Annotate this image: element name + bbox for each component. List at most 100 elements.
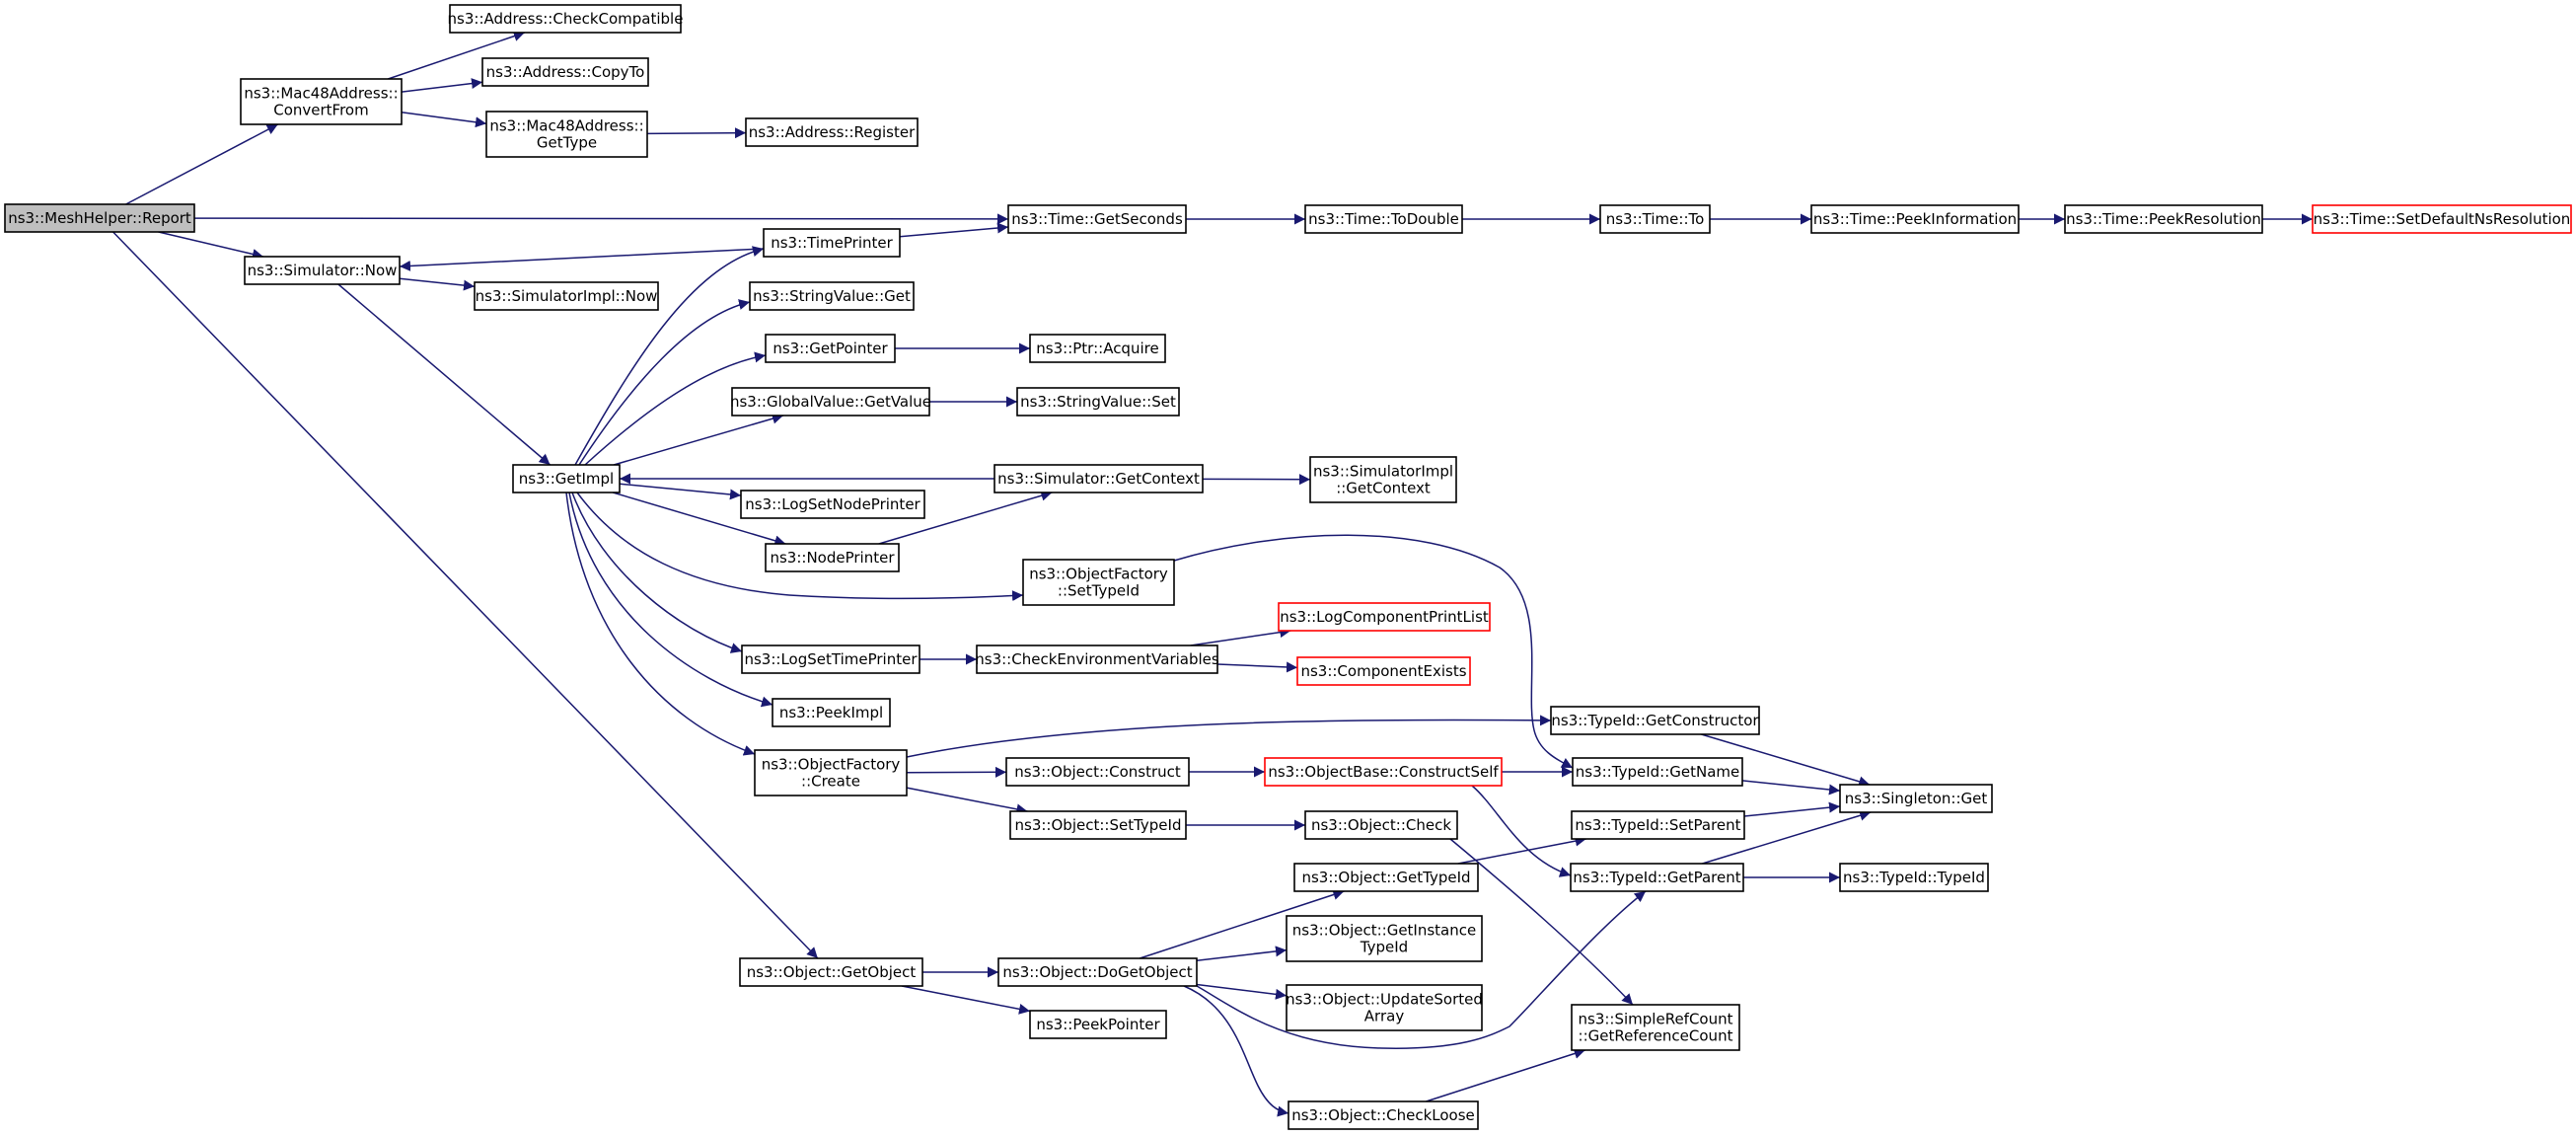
node-nodeprinter[interactable]: ns3::NodePrinter (765, 543, 900, 572)
edge-ofcreate-to-getconstructor (906, 715, 1552, 758)
node-ptracquire[interactable]: ns3::Ptr::Acquire (1029, 334, 1166, 363)
edge-checkenv-to-compexists (1216, 661, 1298, 673)
node-label: ns3::Ptr::Acquire (1036, 340, 1158, 357)
node-getparent[interactable]: ns3::TypeId::GetParent (1570, 863, 1744, 892)
node-box (1009, 810, 1187, 840)
node-objcheck[interactable]: ns3::Object::Check (1304, 810, 1458, 840)
node-register[interactable]: ns3::Address::Register (745, 117, 919, 147)
edge-getimpl-to-stringget (578, 299, 751, 466)
node-stringset[interactable]: ns3::StringValue::Set (1016, 387, 1180, 417)
node-simnow[interactable]: ns3::Simulator::Now (244, 256, 401, 285)
edge-convertfrom-to-copyto (401, 78, 483, 93)
node-label: ns3::Mac48Address:: (489, 117, 643, 135)
node-box (1599, 204, 1711, 234)
node-copyto[interactable]: ns3::Address::CopyTo (481, 57, 649, 87)
node-stringget[interactable]: ns3::StringValue::Get (749, 281, 915, 311)
edge-convertfrom-to-checkcompat (388, 31, 526, 80)
node-typeidtypeid[interactable]: ns3::TypeId::TypeId (1839, 863, 1989, 892)
edge-nodeprinter-to-getcontext (878, 490, 1053, 545)
node-dogetobject[interactable]: ns3::Object::DoGetObject (997, 957, 1198, 987)
node-getrefcount[interactable]: ns3::SimpleRefCount::GetReferenceCount (1571, 1004, 1740, 1051)
node-objsettypeid[interactable]: ns3::Object::SetTypeId (1009, 810, 1187, 840)
node-compexists[interactable]: ns3::ComponentExists (1296, 656, 1471, 686)
edge-getimpl-to-ofsettypeid (576, 492, 1024, 602)
node-box (772, 698, 891, 727)
edge-getimpl-to-nodeprinter (612, 492, 786, 547)
node-checkcompat[interactable]: ns3::Address::CheckCompatible (448, 4, 684, 34)
node-box (765, 334, 896, 363)
node-label: ns3::Object::Check (1311, 816, 1451, 834)
node-ofsettypeid[interactable]: ns3::ObjectFactory::SetTypeId (1022, 559, 1175, 606)
edge-getimpl-to-peekimpl (568, 492, 773, 708)
node-label: ns3::Simulator::GetContext (997, 470, 1200, 488)
node-box (1304, 204, 1463, 234)
node-label: ns3::TypeId::GetConstructor (1551, 712, 1759, 729)
node-todouble[interactable]: ns3::Time::ToDouble (1304, 204, 1463, 234)
node-box (1304, 810, 1458, 840)
node-box (754, 749, 908, 796)
node-getcontext[interactable]: ns3::Simulator::GetContext (994, 464, 1204, 493)
node-report[interactable]: ns3::MeshHelper::Report (4, 203, 195, 233)
edge-convertfrom-to-gettype (401, 112, 487, 128)
node-checkenv[interactable]: ns3::CheckEnvironmentVariables (975, 644, 1219, 674)
node-box (240, 78, 403, 125)
node-lognode[interactable]: ns3::LogSetNodePrinter (740, 490, 925, 519)
edge-getparent-to-singleton (1702, 809, 1872, 865)
node-getimpl[interactable]: ns3::GetImpl (512, 464, 621, 493)
node-label: ns3::TimePrinter (771, 234, 893, 252)
node-globalget[interactable]: ns3::GlobalValue::GetValue (730, 387, 931, 417)
node-label: ns3::Time::PeekResolution (2066, 210, 2261, 228)
node-objconstruct[interactable]: ns3::Object::Construct (1005, 757, 1190, 787)
node-label: ns3::LogSetNodePrinter (745, 495, 920, 513)
node-to[interactable]: ns3::Time::To (1599, 204, 1711, 234)
node-label: ns3::Address::Register (749, 123, 916, 141)
node-singleton[interactable]: ns3::Singleton::Get (1839, 784, 1993, 813)
node-getconstructor[interactable]: ns3::TypeId::GetConstructor (1550, 706, 1760, 735)
edge-setparent-to-singleton (1743, 801, 1841, 817)
node-peekimpl[interactable]: ns3::PeekImpl (772, 698, 891, 727)
node-objgettypeid[interactable]: ns3::Object::GetTypeId (1293, 863, 1479, 892)
node-box (765, 543, 900, 572)
edge-checkloose-to-getrefcount (1426, 1048, 1585, 1102)
node-box (1810, 204, 2020, 234)
node-label: ns3::Time::SetDefaultNsResolution (2314, 210, 2571, 228)
node-label: ns3::PeekImpl (779, 704, 883, 721)
node-peekres[interactable]: ns3::Time::PeekResolution (2064, 204, 2263, 234)
node-getname[interactable]: ns3::TypeId::GetName (1572, 757, 1743, 787)
node-implcontext[interactable]: ns3::SimulatorImpl::GetContext (1309, 456, 1457, 503)
node-box (512, 464, 621, 493)
node-getobject[interactable]: ns3::Object::GetObject (739, 957, 923, 987)
node-setparent[interactable]: ns3::TypeId::SetParent (1571, 810, 1745, 840)
node-box (1839, 863, 1989, 892)
node-logcomplist[interactable]: ns3::LogComponentPrintList (1278, 602, 1491, 632)
node-peekinfo[interactable]: ns3::Time::PeekInformation (1810, 204, 2020, 234)
node-ofcreate[interactable]: ns3::ObjectFactory::Create (754, 749, 908, 796)
edge-dogetobject-to-checkloose (1183, 985, 1289, 1117)
node-getpointer[interactable]: ns3::GetPointer (765, 334, 896, 363)
edge-constructself-to-getparent (1471, 785, 1572, 877)
node-label: ns3::TypeId::TypeId (1843, 869, 1985, 886)
node-setdefault[interactable]: ns3::Time::SetDefaultNsResolution (2312, 204, 2572, 234)
node-label: ns3::Address::CheckCompatible (448, 10, 684, 28)
node-label: ::GetReferenceCount (1579, 1027, 1733, 1045)
node-getseconds[interactable]: ns3::Time::GetSeconds (1007, 204, 1187, 234)
node-peekpointer[interactable]: ns3::PeekPointer (1029, 1010, 1167, 1039)
node-gettype[interactable]: ns3::Mac48Address::GetType (485, 111, 648, 158)
node-constructself[interactable]: ns3::ObjectBase::ConstructSelf (1264, 757, 1503, 787)
node-timeprinter[interactable]: ns3::TimePrinter (763, 228, 901, 258)
node-convertfrom[interactable]: ns3::Mac48Address::ConvertFrom (240, 78, 403, 125)
node-simimplnow[interactable]: ns3::SimulatorImpl::Now (474, 281, 659, 311)
node-box (745, 117, 919, 147)
node-box (1571, 810, 1745, 840)
edge-dogetobject-to-getinstance (1196, 946, 1288, 961)
edge-report-to-convertfrom (125, 123, 279, 205)
edge-simnow-to-simimplnow (399, 277, 476, 291)
node-label: ns3::CheckEnvironmentVariables (975, 650, 1219, 668)
node-logtime[interactable]: ns3::LogSetTimePrinter (741, 644, 920, 674)
node-box (740, 490, 925, 519)
node-label: ns3::Object::DoGetObject (1002, 963, 1192, 981)
node-label: ns3::LogComponentPrintList (1280, 608, 1489, 626)
node-checkloose[interactable]: ns3::Object::CheckLoose (1288, 1100, 1479, 1130)
